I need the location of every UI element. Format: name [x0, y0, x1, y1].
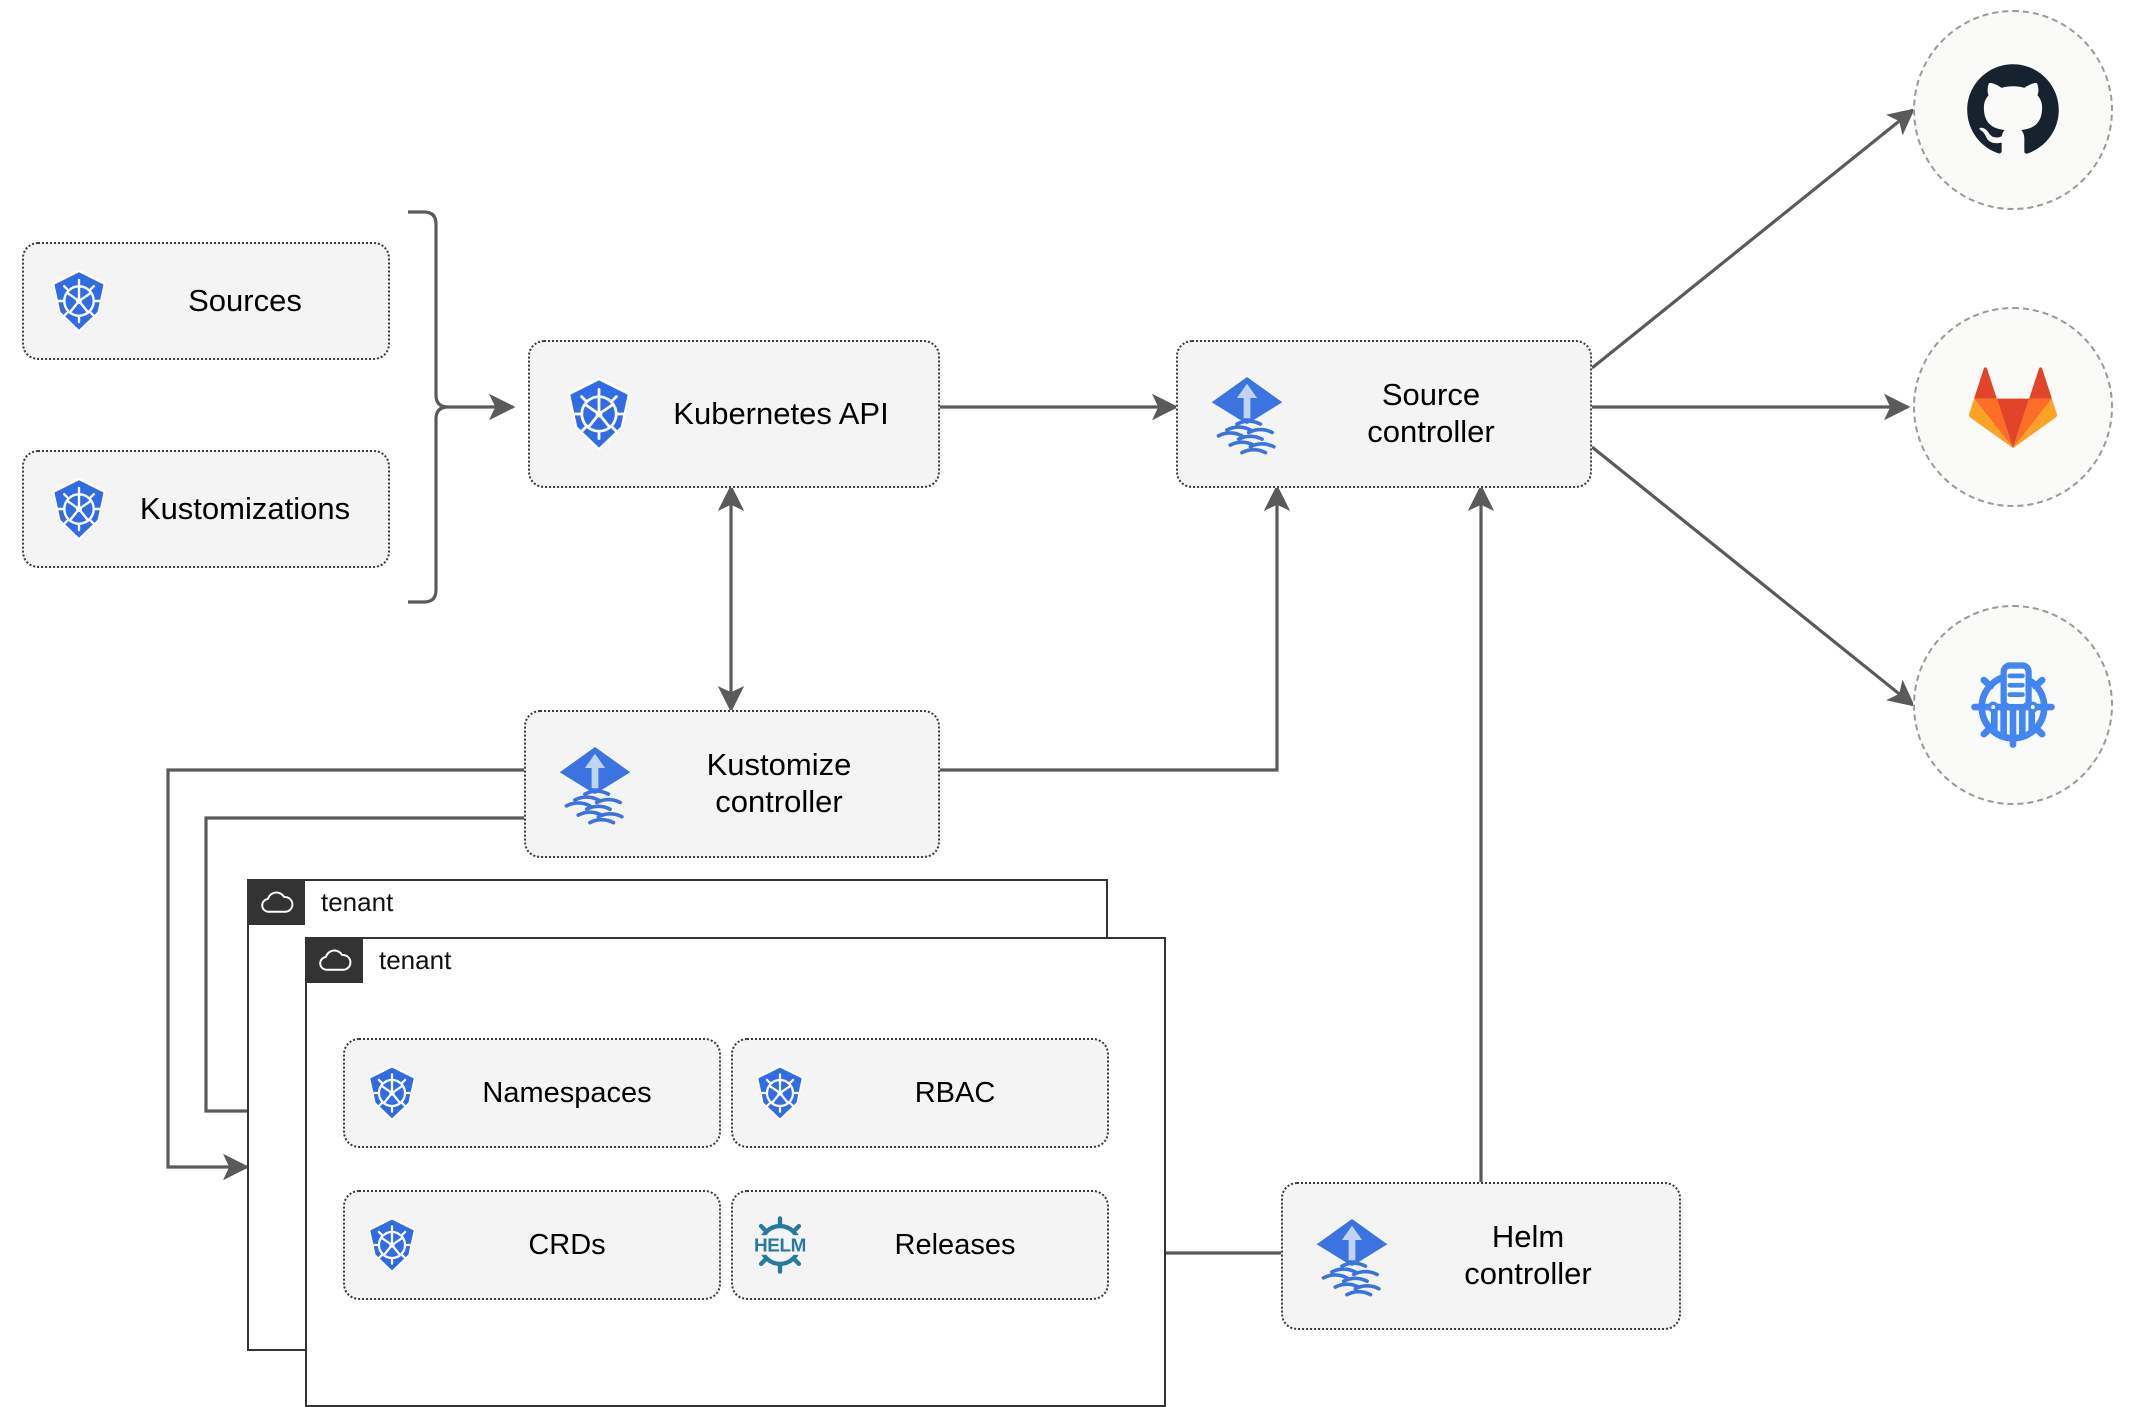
tenant-header: tenant: [247, 879, 393, 925]
tenant-resource-label: Namespaces: [482, 1076, 652, 1109]
helm-icon: HELM: [747, 1212, 813, 1278]
external-source-gitlab[interactable]: [1913, 307, 2113, 507]
helm-repository-icon: [1961, 653, 2065, 757]
tenant-resource-namespaces[interactable]: Namespaces: [343, 1038, 721, 1148]
cloud-icon: [247, 879, 305, 925]
source-controller-card[interactable]: Source controller: [1176, 340, 1592, 488]
tenant-resource-releases[interactable]: HELM Releases: [731, 1190, 1109, 1300]
external-source-github[interactable]: [1913, 10, 2113, 210]
helm-controller-card[interactable]: Helm controller: [1281, 1182, 1681, 1330]
flux-icon: [552, 741, 638, 827]
resource-label: Kustomizations: [139, 490, 351, 526]
tenant-label: tenant: [379, 945, 452, 975]
kustomize-controller-label: Kustomize controller: [706, 747, 852, 819]
kubernetes-icon: [42, 472, 116, 546]
tenant-resource-rbac[interactable]: RBAC: [731, 1038, 1109, 1148]
kubernetes-icon: [556, 371, 642, 457]
tenant-container-inner[interactable]: tenant: [305, 937, 1166, 1407]
kustomize-controller-card[interactable]: Kustomize controller: [524, 710, 940, 858]
github-icon: [1961, 58, 2065, 162]
resource-card-sources[interactable]: Sources: [22, 242, 390, 360]
group-bracket: [408, 210, 449, 604]
source-controller-label: Source controller: [1367, 377, 1495, 449]
tenant-resource-label: Releases: [894, 1228, 1016, 1261]
kubernetes-icon: [42, 264, 116, 338]
kubernetes-icon: [747, 1060, 813, 1126]
tenant-header: tenant: [305, 937, 451, 983]
tenant-label: tenant: [321, 887, 394, 917]
tenant-resource-label: CRDs: [528, 1228, 606, 1261]
resource-label: Sources: [188, 282, 302, 318]
gitlab-icon: [1964, 358, 2062, 456]
kubernetes-icon: [359, 1060, 425, 1126]
flux-icon: [1309, 1213, 1395, 1299]
tenant-resource-label: RBAC: [914, 1076, 996, 1109]
wire-source-to-oci: [1590, 445, 1915, 707]
wire-kustomize-to-source: [940, 484, 1291, 772]
flux-icon: [1204, 371, 1290, 457]
svg-text:HELM: HELM: [754, 1235, 806, 1256]
external-source-oci-registry[interactable]: [1913, 605, 2113, 805]
kubernetes-api-card[interactable]: Kubernetes API: [528, 340, 940, 488]
helm-controller-label: Helm controller: [1464, 1219, 1592, 1291]
kubernetes-icon: [359, 1212, 425, 1278]
kubernetes-api-label: Kubernetes API: [673, 395, 889, 431]
wire-source-to-github: [1590, 108, 1915, 370]
resource-card-kustomizations[interactable]: Kustomizations: [22, 450, 390, 568]
cloud-icon: [305, 937, 363, 983]
tenant-resource-crds[interactable]: CRDs: [343, 1190, 721, 1300]
